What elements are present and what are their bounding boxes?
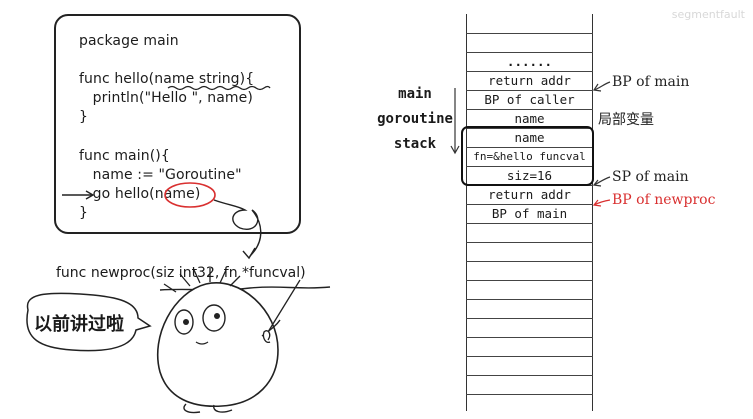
label-local-variable: 局部变量 (598, 112, 654, 128)
stack-divider (466, 356, 593, 357)
stack-divider (466, 394, 593, 395)
watermark: segmentfault (671, 8, 745, 21)
stack-divider (466, 90, 593, 91)
stack-cell-ellipsis: ...... (506, 54, 553, 69)
stack-cell-bp-caller: BP of caller (484, 92, 575, 107)
stack-divider (466, 204, 593, 205)
stack-divider (466, 147, 593, 148)
right-eye (202, 304, 226, 332)
code-line-package: package main (79, 33, 179, 49)
stack-divider (466, 242, 593, 243)
wavy-underline (167, 85, 271, 91)
newproc-signature: func newproc(siz int32, fn *funcval) (56, 265, 306, 281)
stack-divider (466, 375, 593, 376)
stack-divider (466, 71, 593, 72)
stack-down-arrow (450, 88, 460, 155)
stack-divider (466, 166, 593, 167)
stack-divider (466, 128, 593, 129)
label-bp-of-main: BP of main (612, 74, 690, 90)
code-line-go-hello: go hello(name) (79, 186, 201, 202)
newproc-underline (159, 286, 331, 291)
code-line-close-hello: } (79, 109, 89, 125)
stack-divider (466, 280, 593, 281)
stack-divider (466, 52, 593, 53)
stack-column (466, 14, 593, 411)
code-panel (54, 14, 301, 234)
curly-arrow (213, 199, 262, 257)
stack-title-line-3: stack (393, 136, 437, 152)
label-sp-of-main: SP of main (612, 169, 689, 185)
speech-bubble (26, 292, 152, 352)
stack-divider (466, 299, 593, 300)
stack-divider (466, 337, 593, 338)
code-line-println: println("Hello ", name) (79, 90, 253, 106)
stack-divider (466, 261, 593, 262)
label-bp-of-newproc: BP of newproc (612, 192, 716, 208)
stack-title-line-2: goroutine (377, 111, 453, 127)
stack-divider (466, 109, 593, 110)
stack-cell-name-arg: name (514, 130, 545, 145)
speech-text: 以前讲过啦 (34, 314, 124, 335)
stack-cell-return-addr-1: return addr (488, 73, 571, 88)
stack-divider (466, 318, 593, 319)
args-highlight-box (461, 126, 594, 186)
stack-cell-name-local: name (514, 111, 545, 126)
stack-title-line-1: main (398, 86, 432, 102)
red-circle-name (164, 182, 216, 208)
code-line-func-hello: func hello(name string){ (79, 71, 255, 87)
stack-cell-fn: fn=&hello funcval (473, 150, 586, 163)
stack-divider (466, 223, 593, 224)
code-line-close-main: } (79, 205, 89, 221)
code-line-func-main: func main(){ (79, 148, 170, 164)
stack-cell-bp-main: BP of main (491, 206, 568, 221)
code-line-name-assign: name := "Goroutine" (79, 167, 242, 183)
stack-cell-siz: siz=16 (506, 168, 553, 183)
stack-divider (466, 33, 593, 34)
stack-cell-return-addr-2: return addr (488, 187, 571, 202)
